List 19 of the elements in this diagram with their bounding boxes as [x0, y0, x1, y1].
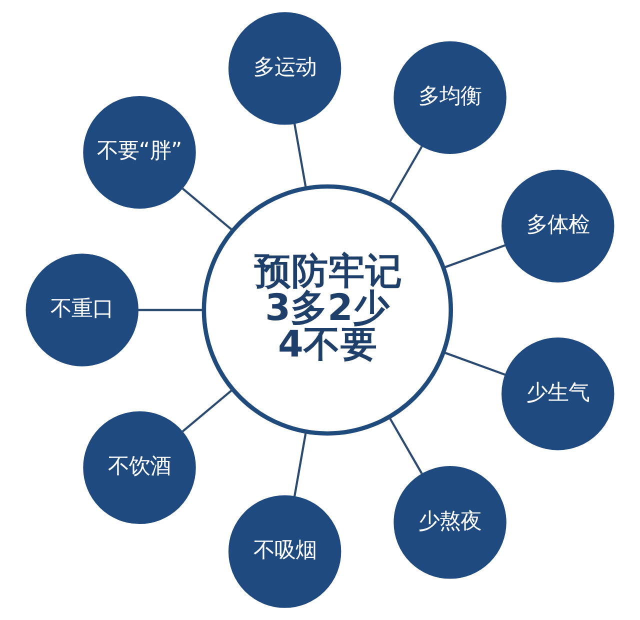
node-circle: 不要“胖” — [83, 96, 196, 209]
node-circle: 多运动 — [228, 12, 342, 125]
connector — [388, 416, 423, 474]
node-circle: 多体检 — [502, 170, 614, 282]
connector — [443, 351, 506, 376]
connector — [293, 123, 307, 188]
node-circle: 少生气 — [502, 338, 614, 450]
connector — [388, 146, 423, 204]
node-circle: 不吸烟 — [228, 495, 342, 608]
connector — [293, 432, 307, 497]
node-circle: 多均衡 — [394, 41, 506, 154]
node-circle: 不饮酒 — [83, 411, 196, 524]
node-circle: 不重口 — [26, 254, 138, 366]
connector — [182, 188, 234, 232]
connector — [138, 308, 204, 312]
node-circle: 预防牢记 3多2少 4不要 — [202, 184, 453, 436]
connector — [443, 244, 506, 269]
connector — [182, 388, 234, 432]
node-circle: 少熬夜 — [394, 466, 506, 579]
